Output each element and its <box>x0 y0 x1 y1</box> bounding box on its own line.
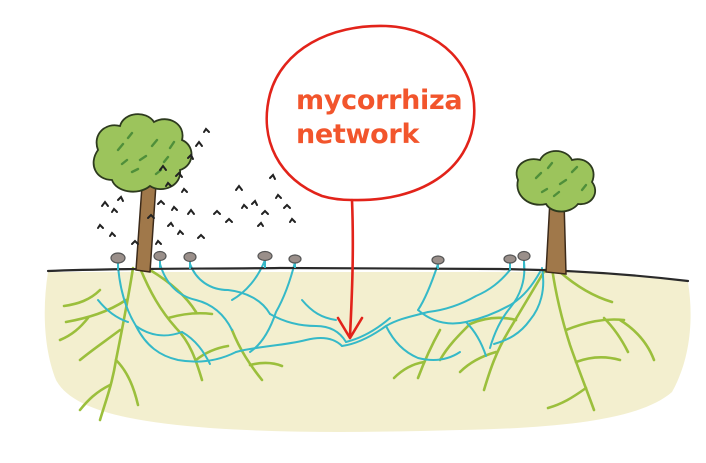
mushroom <box>153 250 167 268</box>
spores <box>97 127 296 245</box>
callout-bubble <box>265 24 476 340</box>
mushroom <box>288 254 302 268</box>
tree-right <box>515 150 597 275</box>
callout-label: mycorrhiza network <box>296 84 463 152</box>
label-line-1: mycorrhiza <box>296 85 463 116</box>
mushroom <box>503 254 517 270</box>
tree-trunk <box>135 183 157 273</box>
arrow-head <box>336 316 364 340</box>
tree-canopy <box>515 150 597 213</box>
tree-roots <box>58 266 656 422</box>
callout-outline <box>265 24 476 202</box>
mushroom <box>517 250 531 268</box>
ground-line <box>46 266 690 283</box>
mushroom <box>110 252 126 270</box>
canopy-shading <box>116 131 176 176</box>
label-line-2: network <box>296 119 420 150</box>
mushroom <box>431 255 445 269</box>
mushrooms <box>110 250 531 270</box>
mushroom <box>257 250 273 268</box>
canopy-shading <box>534 161 588 198</box>
tree-left <box>92 113 193 273</box>
tree-canopy <box>92 113 193 193</box>
mushroom <box>183 251 197 269</box>
arrow-shaft <box>348 198 355 338</box>
soil-area <box>44 272 691 432</box>
